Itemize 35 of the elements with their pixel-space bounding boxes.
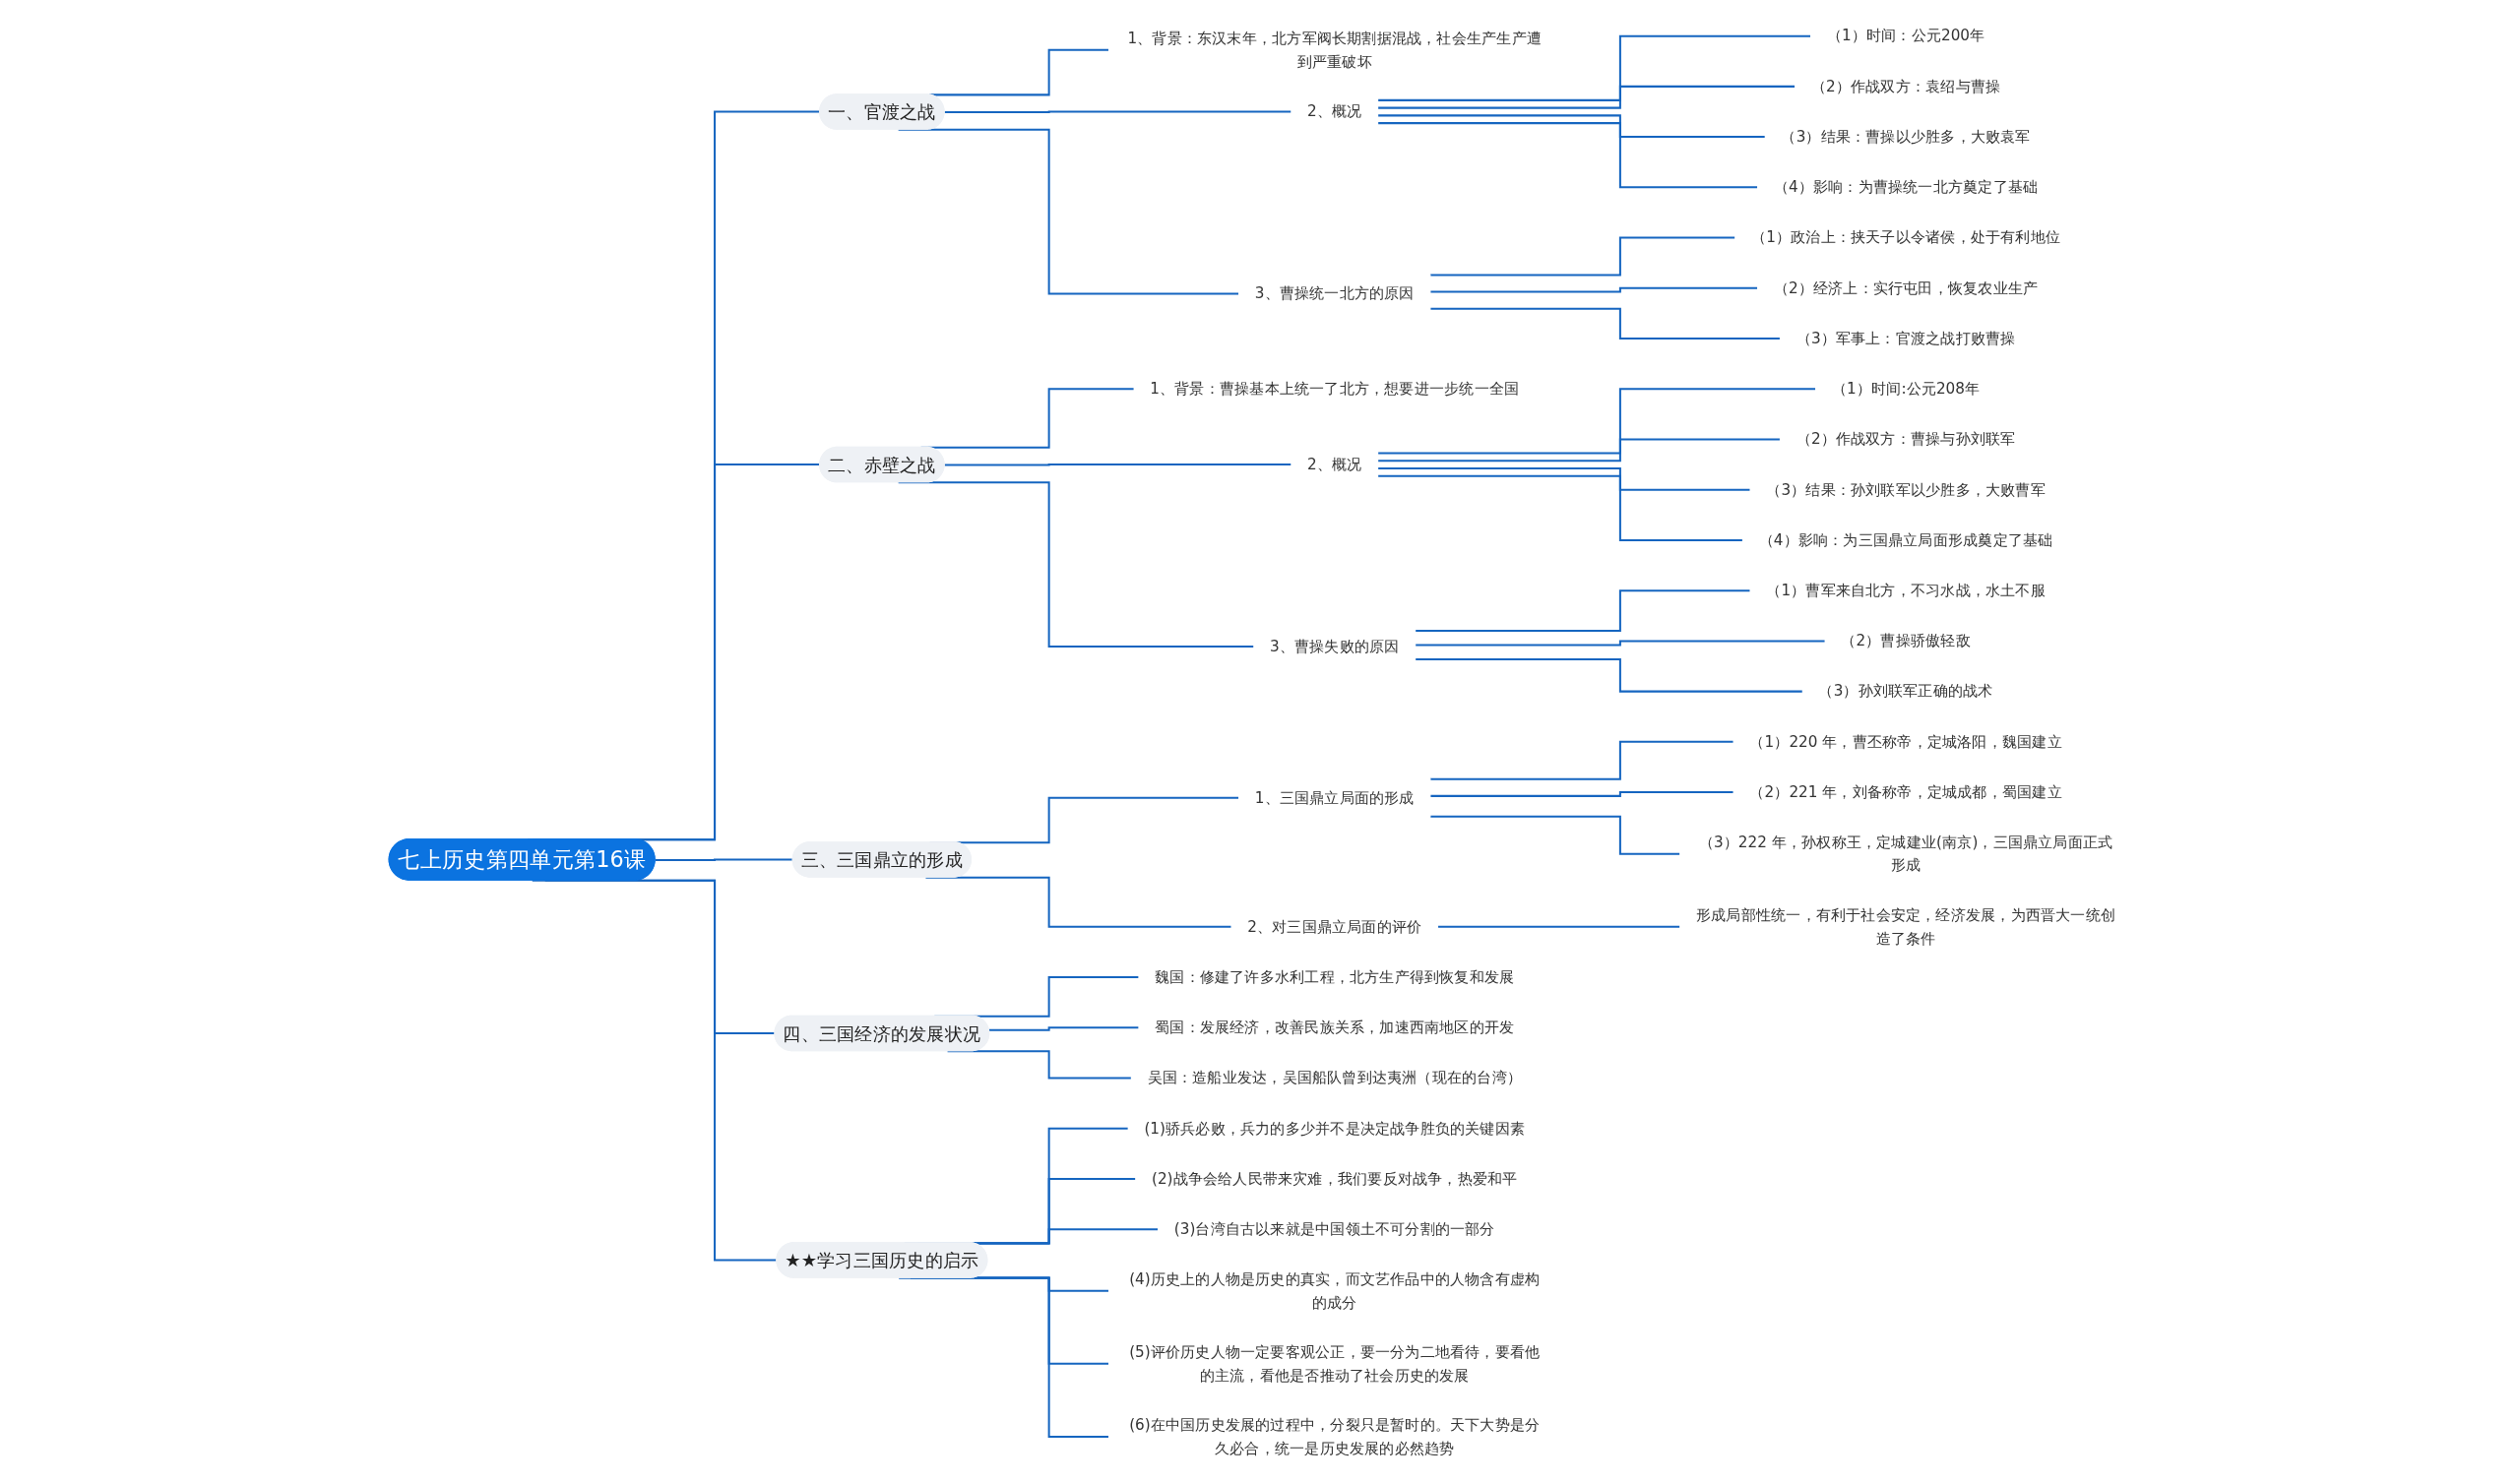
- node-text: 1、背景：东汉末年，北方军阀长期割据混战，社会生产生产遭到严重破坏: [1127, 29, 1542, 70]
- node-text: (4)历史上的人物是历史的真实，而文艺作品中的人物含有虚构的成分: [1128, 1269, 1541, 1311]
- node-text: （1）时间：公元200年: [1826, 26, 1985, 45]
- node-text: （4）影响：为三国鼎立局面形成奠定了基础: [1758, 530, 2053, 549]
- node-text: （3）孙刘联军正确的战术: [1818, 681, 1993, 701]
- node-text: （1）220 年，曹丕称帝，定城洛阳，魏国建立: [1749, 731, 2062, 751]
- node-text: 3、曹操失败的原因: [1269, 637, 1400, 655]
- node-text: （1）时间:公元208年: [1831, 379, 1981, 398]
- node-text: （3）军事上：官渡之战打败曹操: [1796, 329, 2016, 347]
- node-text: （2）作战双方：袁绍与曹操: [1810, 77, 2000, 95]
- node-text: (3)台湾自古以来就是中国领土不可分割的一部分: [1173, 1219, 1495, 1238]
- node-text: (5)评价历史人物一定要客观公正，要一分为二地看待，要看他的主流，看他是否推动了社会历史的发展: [1128, 1342, 1541, 1384]
- node-text: (2)战争会给人民带来灾难，我们要反对战争，热爱和平: [1151, 1169, 1518, 1188]
- node-text: （2）作战双方：曹操与孙刘联军: [1796, 429, 2016, 448]
- node-text: 3、曹操统一北方的原因: [1254, 283, 1415, 302]
- node-text: 1、三国鼎立局面的形成: [1254, 787, 1415, 807]
- node-text: （1）政治上：挟天子以令诸侯，处于有利地位: [1750, 227, 2060, 246]
- node-text: （3）结果：孙刘联军以少胜多，大败曹军: [1766, 479, 2046, 499]
- node-text: （3）222 年，孙权称王，定城建业(南京)，三国鼎立局面正式形成: [1698, 833, 2113, 874]
- node-text: 魏国：修建了许多水利工程，北方生产得到恢复和发展: [1154, 967, 1515, 986]
- node-text: 吴国：造船业发达，吴国船队曾到达夷洲（现在的台湾）: [1147, 1068, 1522, 1086]
- node-text: 2、对三国鼎立局面的评价: [1247, 916, 1422, 936]
- node-text: （1）曹军来自北方，不习水战，水土不服: [1766, 581, 2046, 599]
- node-text: （2）经济上：实行屯田，恢复农业生产: [1773, 278, 2038, 297]
- node-text: （3）结果：曹操以少胜多，大败袁军: [1781, 127, 2031, 146]
- node-text: 2、概况: [1306, 455, 1362, 473]
- node-text: 1、背景：曹操基本上统一了北方，想要进一步统一全国: [1150, 379, 1519, 398]
- node-text: (6)在中国历史发展的过程中，分裂只是暂时的。天下大势是分久必合，统一是历史发展的必然趋势: [1128, 1415, 1541, 1456]
- node-text: (1)骄兵必败，兵力的多少并不是决定战争胜负的关键因素: [1144, 1118, 1525, 1138]
- node-text: （2）221 年，刘备称帝，定城成都，蜀国建立: [1749, 782, 2062, 801]
- node-text: （4）影响：为曹操统一北方奠定了基础: [1773, 177, 2038, 196]
- node-text: 形成局部性统一，有利于社会安定，经济发展，为西晋大一统创造了条件: [1695, 905, 2115, 947]
- node-text: 蜀国：发展经济，改善民族关系，加速西南地区的开发: [1154, 1018, 1515, 1036]
- node-text: （2）曹操骄傲轻敌: [1841, 631, 1971, 649]
- node-text: 2、概况: [1306, 101, 1362, 120]
